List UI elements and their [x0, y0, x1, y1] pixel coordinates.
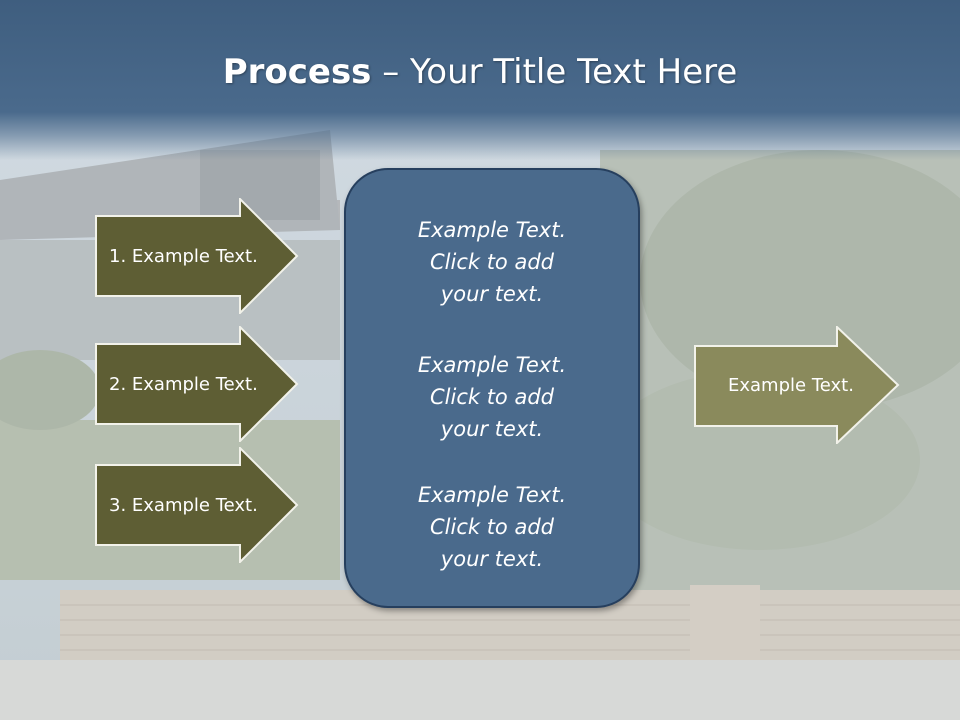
step-label: 2. Example Text. [109, 373, 258, 395]
arrow-shape [694, 326, 900, 444]
center-paragraph-1: Example Text. Click to add your text. [417, 218, 567, 306]
step-label: 1. Example Text. [109, 245, 258, 267]
process-step-arrow-3[interactable]: 3. Example Text. [95, 447, 299, 563]
arrow-shape [95, 447, 299, 563]
process-step-arrow-1[interactable]: 1. Example Text. [95, 198, 299, 314]
result-label: Example Text. [728, 374, 854, 396]
process-step-arrow-2[interactable]: 2. Example Text. [95, 326, 299, 442]
result-arrow[interactable]: Example Text. [694, 326, 900, 444]
center-paragraph-3: Example Text. Click to add your text. [417, 483, 567, 571]
center-paragraph-2: Example Text. Click to add your text. [417, 353, 567, 441]
title-band [0, 0, 960, 160]
step-label: 3. Example Text. [109, 494, 258, 516]
arrow-shape [95, 326, 299, 442]
title-rest: – Your Title Text Here [371, 52, 738, 92]
title-bold: Process [222, 52, 372, 92]
arrow-shape [95, 198, 299, 314]
slide-title[interactable]: Process – Your Title Text Here [0, 52, 960, 92]
center-text-box[interactable]: Example Text. Click to add your text. Ex… [344, 168, 640, 608]
